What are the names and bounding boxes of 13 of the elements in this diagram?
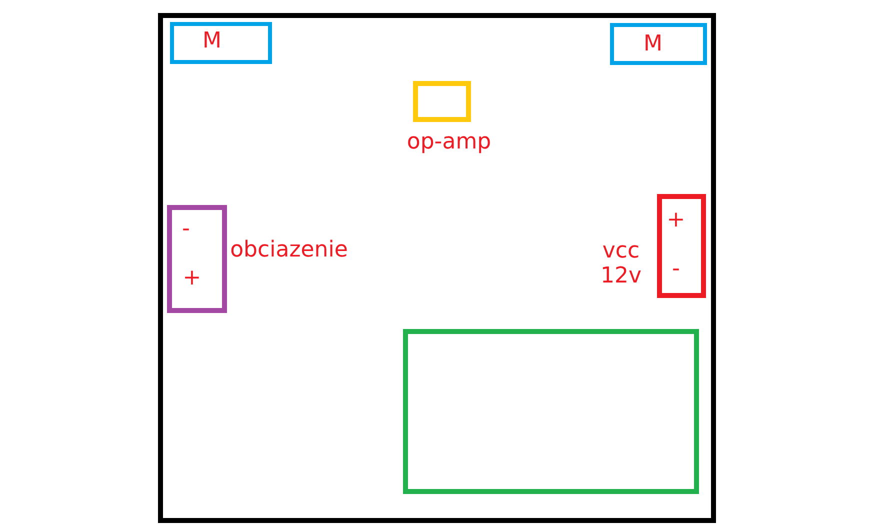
polarity-sign: + bbox=[666, 207, 686, 233]
component-box bbox=[610, 23, 707, 65]
component-label: M bbox=[202, 28, 222, 54]
component-label: vcc 12v bbox=[600, 238, 642, 290]
component-label: M bbox=[644, 31, 662, 57]
polarity-sign: - bbox=[182, 216, 190, 242]
polarity-sign: - bbox=[672, 256, 680, 282]
polarity-sign: + bbox=[182, 265, 202, 291]
board-outline bbox=[158, 13, 716, 523]
component-label: op-amp bbox=[406, 129, 492, 155]
component-label: obciazenie bbox=[230, 237, 348, 263]
component-box bbox=[170, 22, 272, 64]
component-box bbox=[403, 329, 699, 494]
